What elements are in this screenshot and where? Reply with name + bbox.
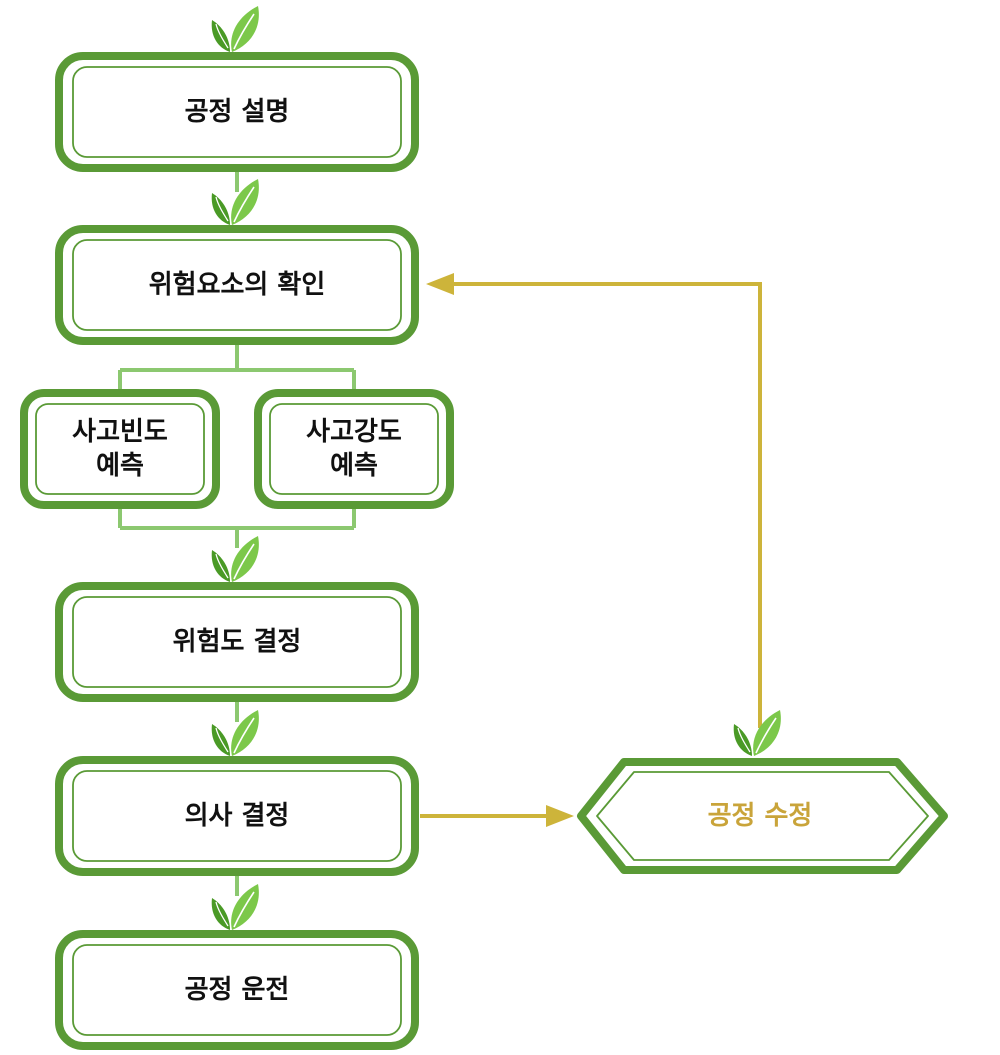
feedback-arrows: [420, 273, 762, 827]
process-operation-box: 공정 운전: [55, 930, 419, 1050]
leaf-icon: [732, 709, 782, 757]
accident-severity-box: 사고강도 예측: [254, 389, 454, 509]
green-connectors: [118, 172, 356, 896]
risk-determination-box: 위험도 결정: [55, 582, 419, 702]
process-modification-label: 공정 수정: [708, 801, 813, 831]
process-description-box: 공정 설명: [55, 52, 419, 172]
process-description-label: 공정 설명: [185, 97, 290, 127]
process-operation-label: 공정 운전: [185, 975, 290, 1005]
decision-making-label: 의사 결정: [185, 801, 290, 831]
accident-severity-label-line1: 사고강도: [306, 417, 402, 447]
accident-frequency-label-line1: 사고빈도: [72, 417, 168, 447]
arrow-to-modification-head: [546, 805, 574, 827]
feedback-loop-head: [426, 273, 454, 295]
hazard-identification-label: 위험요소의 확인: [149, 270, 326, 300]
feedback-loop-line: [452, 282, 762, 728]
accident-frequency-label-line2: 예측: [96, 451, 144, 481]
accident-frequency-box: 사고빈도 예측: [20, 389, 220, 509]
hazard-identification-box: 위험요소의 확인: [55, 225, 419, 345]
risk-determination-label: 위험도 결정: [173, 627, 302, 657]
accident-severity-label-line2: 예측: [330, 451, 378, 481]
process-modification-diamond: 공정 수정: [577, 758, 948, 874]
decision-making-box: 의사 결정: [55, 756, 419, 876]
leaf-icon: [210, 5, 260, 53]
